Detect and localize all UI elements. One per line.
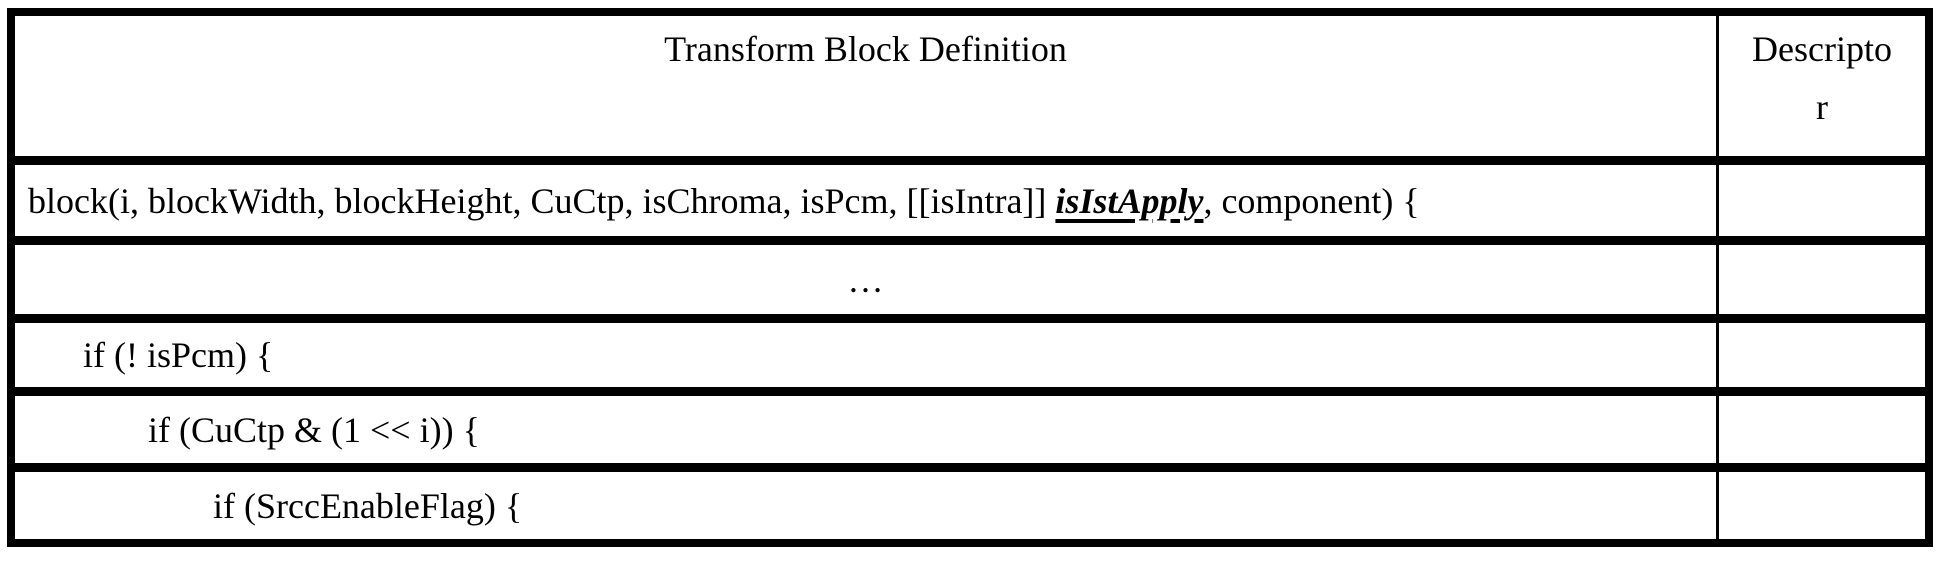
- header-definition-cell: Transform Block Definition: [15, 16, 1716, 156]
- descriptor-cell-row4: [1716, 387, 1925, 463]
- code-emphasized-isistapply: isIstApply: [1055, 180, 1204, 221]
- descriptor-cell-row1: [1716, 156, 1925, 236]
- code-text: if (SrccEnableFlag) {: [213, 485, 523, 526]
- code-row-if-srccenableflag: if (SrccEnableFlag) {: [15, 463, 1716, 539]
- header-descriptor-cell: Descripto r: [1716, 16, 1925, 156]
- definition-column-title: Transform Block Definition: [664, 29, 1067, 69]
- code-row-if-ispcm: if (! isPcm) {: [15, 314, 1716, 387]
- code-row-block-signature: block(i, blockWidth, blockHeight, CuCtp,…: [15, 156, 1716, 236]
- code-row-if-cuctp: if (CuCtp & (1 << i)) {: [15, 387, 1716, 463]
- transform-block-syntax-table: Transform Block Definition Descripto r b…: [7, 8, 1933, 547]
- descriptor-column-title-line2: r: [1816, 87, 1828, 127]
- code-text-pre: block(i, blockWidth, blockHeight, CuCtp,…: [28, 180, 1056, 221]
- code-row-ellipsis: …: [15, 236, 1716, 314]
- code-text-post: , component) {: [1203, 180, 1420, 221]
- descriptor-cell-row5: [1716, 463, 1925, 539]
- descriptor-cell-row3: [1716, 314, 1925, 387]
- code-text: if (! isPcm) {: [83, 335, 274, 375]
- ellipsis-text: …: [847, 259, 884, 300]
- code-text: if (CuCtp & (1 << i)) {: [148, 409, 480, 450]
- descriptor-cell-row2: [1716, 236, 1925, 314]
- descriptor-column-title-line1: Descripto: [1752, 29, 1892, 69]
